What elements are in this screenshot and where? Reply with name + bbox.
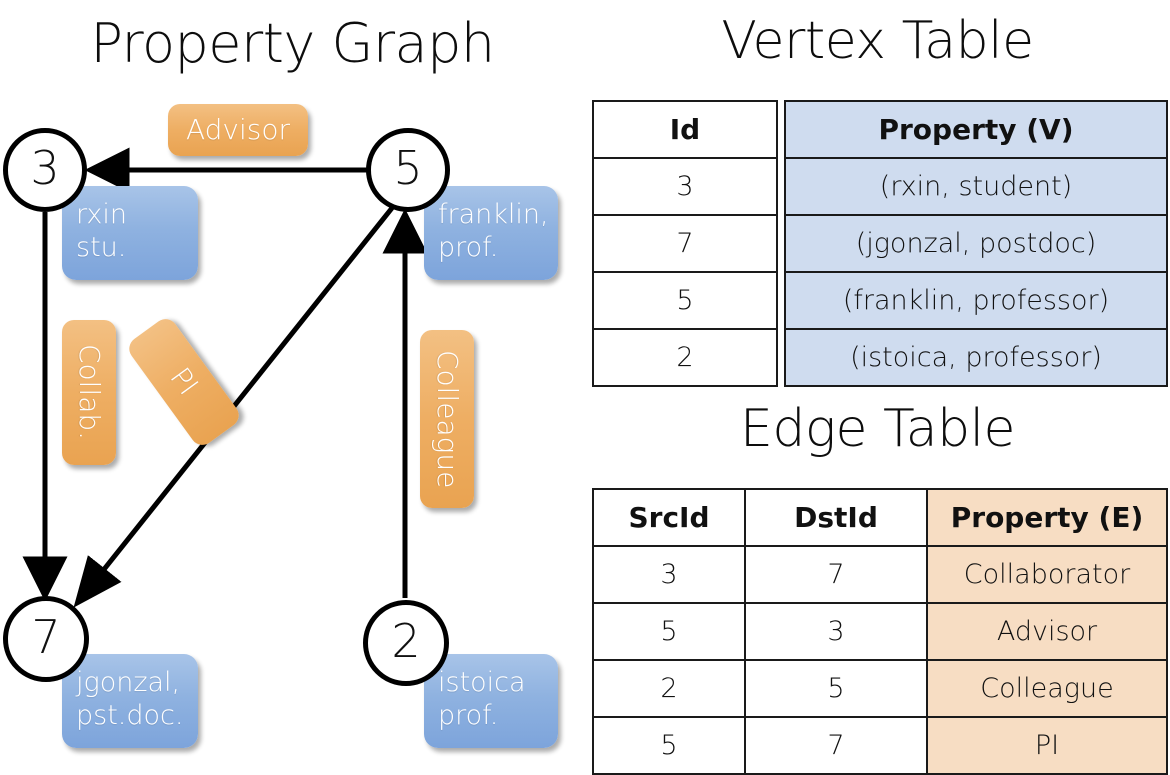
table-row[interactable]: 2 (592, 328, 778, 387)
edge-table-cell-srcid: 2 (592, 659, 746, 718)
edge-label-collab[interactable]: Collab. (62, 320, 116, 465)
vertex-table-cell-property: (jgonzal, postdoc) (784, 214, 1168, 273)
edge-label-pi-text: PI (163, 361, 206, 402)
vertex-property-box-5[interactable]: franklin, prof. (424, 186, 558, 280)
vertex-property-box-5-line1: franklin, (438, 199, 549, 230)
table-row[interactable]: 3 (592, 157, 778, 216)
edge-label-collab-text: Collab. (73, 344, 106, 441)
edge-table-src-dst-columns: SrcId DstId 3 7 5 3 2 5 5 7 (592, 488, 928, 775)
edge-table-cell-property: Colleague (926, 659, 1168, 718)
page-title-edge-table: Edge Table (739, 399, 1016, 459)
edge-label-colleague[interactable]: Colleague (420, 330, 474, 508)
table-row[interactable]: 5 (592, 271, 778, 330)
graph-node-7-label: 7 (31, 610, 61, 664)
edge-table-cell-property: Collaborator (926, 545, 1168, 604)
vertex-property-box-7[interactable]: jgonzal, pst.doc. (62, 654, 198, 748)
edge-table-cell-property: PI (926, 716, 1168, 775)
edge-table-property-column: Property (E) Collaborator Advisor Collea… (926, 488, 1168, 775)
table-header-row: SrcId DstId (592, 488, 928, 547)
edge-line-pi (73, 206, 394, 608)
table-row[interactable]: 3 7 (592, 545, 928, 604)
vertex-property-box-7-line2: pst.doc. (76, 700, 184, 731)
table-row[interactable]: (jgonzal, postdoc) (784, 214, 1168, 273)
graph-node-5-label: 5 (393, 141, 423, 195)
table-row[interactable]: (istoica, professor) (784, 328, 1168, 387)
vertex-table-header-id: Id (592, 100, 778, 159)
vertex-table-property-column: Property (V) (rxin, student) (jgonzal, p… (784, 100, 1168, 387)
vertex-property-box-3-line1: rxin (76, 199, 127, 230)
edge-table-cell-dstid: 5 (744, 659, 928, 718)
vertex-table-header-property: Property (V) (784, 100, 1168, 159)
table-row[interactable]: 5 7 (592, 716, 928, 775)
page-title-property-graph: Property Graph (90, 12, 495, 75)
vertex-property-box-5-line2: prof. (438, 232, 499, 263)
edge-table-header-dstid: DstId (744, 488, 928, 547)
vertex-property-box-3[interactable]: rxin stu. (62, 186, 198, 280)
table-row[interactable]: Colleague (926, 659, 1168, 718)
edge-table-cell-property: Advisor (926, 602, 1168, 661)
graph-edge-lines (22, 147, 428, 608)
edge-label-advisor-text: Advisor (185, 113, 290, 146)
graph-node-3[interactable]: 3 (3, 128, 87, 212)
edge-label-colleague-text: Colleague (431, 349, 464, 489)
table-row[interactable]: Collaborator (926, 545, 1168, 604)
vertex-table-cell-id: 2 (592, 328, 778, 387)
vertex-property-box-2[interactable]: istoica prof. (424, 654, 558, 748)
vertex-property-box-3-line2: stu. (76, 232, 127, 263)
table-header-row: Id (592, 100, 778, 159)
vertex-property-box-2-line2: prof. (438, 700, 499, 731)
table-header-row: Property (E) (926, 488, 1168, 547)
table-header-row: Property (V) (784, 100, 1168, 159)
vertex-table-id-column: Id 3 7 5 2 (592, 100, 778, 387)
property-graph-diagram: Advisor Collab. PI Colleague rxin stu. f… (0, 0, 585, 760)
table-row[interactable]: 5 3 (592, 602, 928, 661)
vertex-property-box-2-line1: istoica (438, 667, 526, 698)
graph-node-7[interactable]: 7 (3, 596, 89, 682)
graph-node-2-label: 2 (391, 614, 421, 668)
vertex-property-box-7-line1: jgonzal, (76, 667, 181, 698)
page-title-vertex-table: Vertex Table (721, 11, 1034, 71)
table-row[interactable]: PI (926, 716, 1168, 775)
table-row[interactable]: Advisor (926, 602, 1168, 661)
edge-label-advisor[interactable]: Advisor (168, 104, 308, 156)
vertex-table-cell-property: (franklin, professor) (784, 271, 1168, 330)
edge-table-header-property: Property (E) (926, 488, 1168, 547)
vertex-table-cell-id: 3 (592, 157, 778, 216)
table-row[interactable]: 2 5 (592, 659, 928, 718)
vertex-table-cell-id: 7 (592, 214, 778, 273)
table-row[interactable]: (rxin, student) (784, 157, 1168, 216)
graph-node-5[interactable]: 5 (366, 128, 450, 212)
edge-table-cell-dstid: 7 (744, 545, 928, 604)
edge-table-cell-dstid: 3 (744, 602, 928, 661)
edge-table-cell-srcid: 5 (592, 716, 746, 775)
vertex-table-cell-id: 5 (592, 271, 778, 330)
graph-node-3-label: 3 (30, 141, 60, 195)
graph-node-2[interactable]: 2 (363, 600, 449, 686)
edge-table-cell-srcid: 5 (592, 602, 746, 661)
edge-table-header-srcid: SrcId (592, 488, 746, 547)
table-row[interactable]: 7 (592, 214, 778, 273)
vertex-table-cell-property: (rxin, student) (784, 157, 1168, 216)
vertex-table-cell-property: (istoica, professor) (784, 328, 1168, 387)
table-row[interactable]: (franklin, professor) (784, 271, 1168, 330)
edge-table-cell-srcid: 3 (592, 545, 746, 604)
edge-table-cell-dstid: 7 (744, 716, 928, 775)
